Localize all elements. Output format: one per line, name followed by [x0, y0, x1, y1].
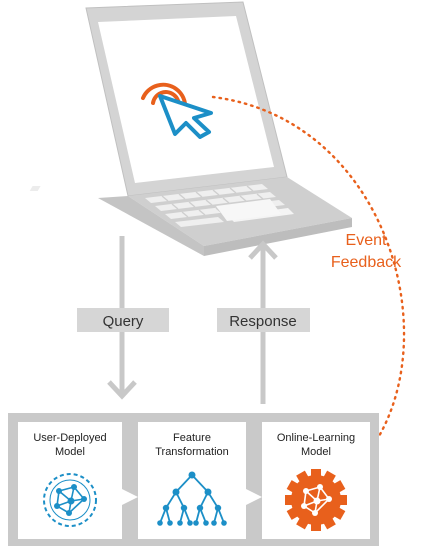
pipeline-box-feature-transformation: Feature Transformation	[138, 422, 246, 539]
tree-hierarchy-icon	[157, 471, 227, 526]
pipeline-box-online-learning-model: Online-Learning Model	[262, 422, 370, 539]
response-label-text: Response	[229, 313, 297, 330]
laptop-keyboard	[29, 186, 41, 191]
box2-line2: Transformation	[155, 446, 229, 458]
pipeline-box-user-deployed-model: User-Deployed Model	[18, 422, 122, 539]
network-gear-filled-icon	[285, 469, 347, 531]
box1-line1: User-Deployed	[33, 432, 106, 444]
laptop-icon	[29, 1, 352, 256]
event-feedback-arrow	[211, 95, 406, 465]
box2-line1: Feature	[173, 432, 211, 444]
network-gear-icon	[43, 473, 97, 527]
chevron-right-icon	[246, 489, 262, 505]
event-feedback-line2: Feedback	[331, 254, 402, 271]
laptop-base-front	[204, 218, 352, 256]
box1-line2: Model	[55, 446, 85, 458]
box3-line1: Online-Learning	[277, 432, 355, 444]
query-label: Query	[77, 308, 169, 332]
query-label-text: Query	[103, 313, 144, 330]
chevron-right-icon	[122, 489, 138, 505]
box3-line2: Model	[301, 446, 331, 458]
response-label: Response	[217, 308, 310, 332]
click-cursor-icon	[141, 82, 213, 139]
event-feedback-line1: Event	[346, 232, 387, 249]
